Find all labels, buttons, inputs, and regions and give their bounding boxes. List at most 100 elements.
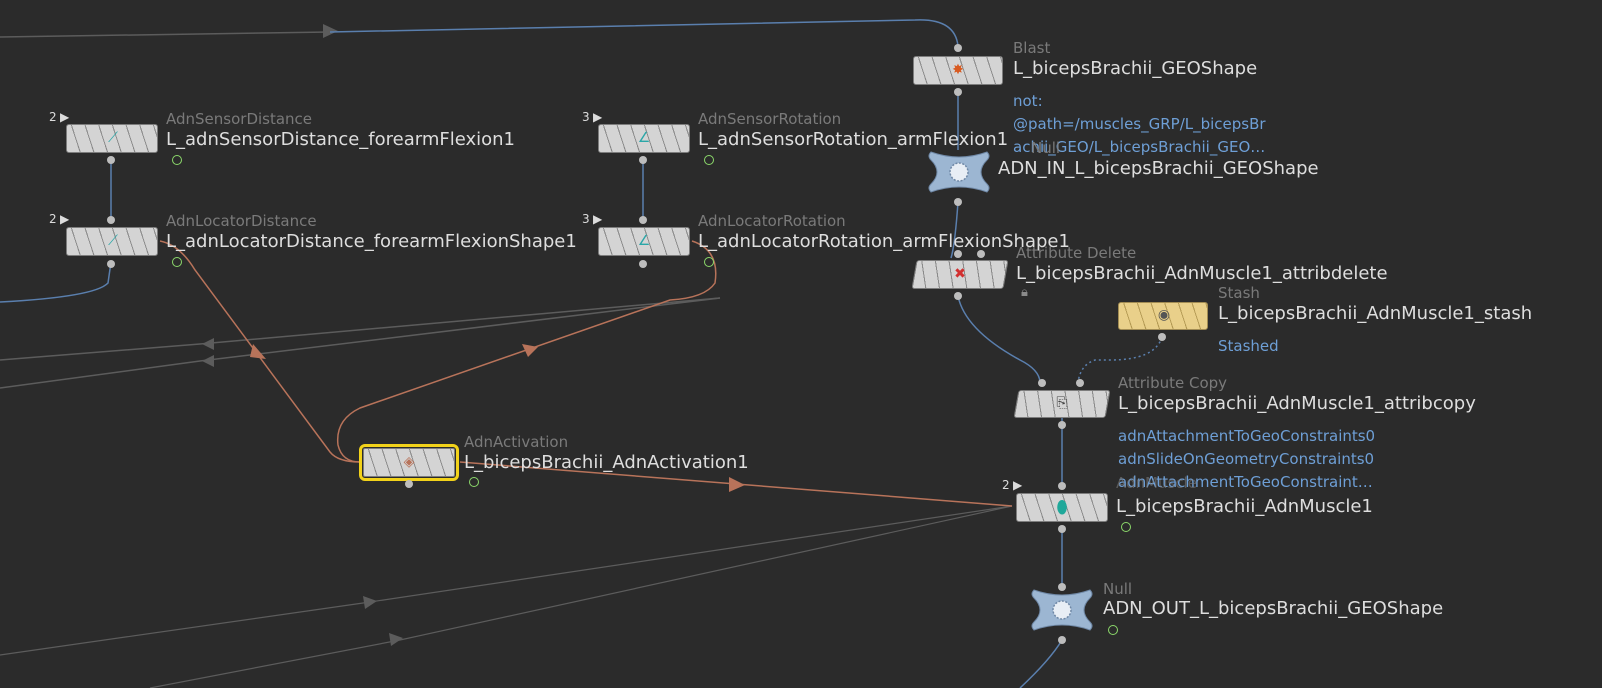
expand-arrow-icon[interactable]: ▶ xyxy=(60,110,70,124)
node-name-label[interactable]: L_bicepsBrachii_AdnMuscle1_attribcopy xyxy=(1118,393,1476,414)
node-type-label: AdnLocatorDistance xyxy=(166,212,317,230)
node-name-label[interactable]: L_adnSensorDistance_forearmFlexion1 xyxy=(166,129,516,150)
expand-arrow-icon[interactable]: ▶ xyxy=(593,212,603,226)
node-body[interactable] xyxy=(598,124,690,153)
status-flag-icon xyxy=(172,155,182,165)
node-body[interactable] xyxy=(66,227,158,256)
input-port[interactable] xyxy=(977,250,985,258)
expand-arrow-icon[interactable]: ▶ xyxy=(1013,478,1023,492)
node-info-line: Stashed xyxy=(1218,337,1279,355)
wire-stash-to-copy xyxy=(1077,336,1163,384)
node-name-label[interactable]: L_bicepsBrachii_AdnMuscle1_stash xyxy=(1218,303,1533,324)
node-name-label[interactable]: L_bicepsBrachii_AdnMuscle1_attribdelete xyxy=(1016,263,1388,284)
input-port[interactable] xyxy=(1058,482,1066,490)
node-type-label: Null xyxy=(1031,139,1061,157)
wire-null-to-delete xyxy=(950,201,959,259)
node-type-label: AdnSensorRotation xyxy=(698,110,842,128)
input-count-badge: 2 xyxy=(49,212,57,226)
ruler-icon: ⟋ xyxy=(108,233,118,249)
null-icon[interactable] xyxy=(1028,586,1096,634)
node-body[interactable] xyxy=(1118,302,1208,330)
arrow-5 xyxy=(389,633,403,646)
output-port[interactable] xyxy=(639,260,647,268)
copy-icon: ⎘ xyxy=(1056,395,1068,411)
node-body[interactable] xyxy=(66,124,158,153)
node-type-label: Null xyxy=(1103,580,1133,598)
input-port[interactable] xyxy=(954,250,962,258)
output-port[interactable] xyxy=(107,156,115,164)
wire-orange-distance xyxy=(159,240,361,463)
output-port[interactable] xyxy=(1158,333,1166,341)
null-icon[interactable] xyxy=(925,148,993,196)
node-type-label: AdnLocatorRotation xyxy=(698,212,846,230)
input-port[interactable] xyxy=(639,216,647,224)
node-body[interactable] xyxy=(359,444,459,481)
node-name-label[interactable]: ADN_OUT_L_bicepsBrachii_GEOShape xyxy=(1103,598,1444,619)
wire-gray-1 xyxy=(0,297,721,361)
wire-gray-5 xyxy=(149,505,1013,688)
input-port[interactable] xyxy=(107,216,115,224)
status-flag-icon xyxy=(1121,522,1131,532)
node-info-line: achii_GEO/L_bicepsBrachii_GEO… xyxy=(1013,138,1266,156)
angle-icon: ∠ xyxy=(637,130,651,146)
input-port[interactable] xyxy=(1076,379,1084,387)
ruler-icon: ⟋ xyxy=(108,130,118,146)
wire-gray-3 xyxy=(0,31,331,38)
input-count-badge: 2 xyxy=(1002,478,1010,492)
stash-icon: ◉ xyxy=(1157,307,1171,323)
status-flag-icon xyxy=(1108,625,1118,635)
status-flag-icon xyxy=(469,477,479,487)
input-count-badge: 3 xyxy=(582,212,590,226)
output-port[interactable] xyxy=(639,156,647,164)
lock-icon[interactable]: 🔒︎ xyxy=(1021,285,1028,300)
node-body[interactable] xyxy=(913,56,1003,85)
blast-icon: ✸ xyxy=(952,62,964,78)
wire-orange-rotation xyxy=(336,240,717,463)
node-type-label: AdnSensorDistance xyxy=(166,110,313,128)
arrow-orange-1 xyxy=(250,344,266,359)
node-name-label[interactable]: L_adnSensorRotation_armFlexion1 xyxy=(698,129,1009,150)
arrow-4 xyxy=(363,596,377,609)
arrow-orange-2 xyxy=(522,344,538,357)
activation-icon: ◈ xyxy=(403,454,415,470)
node-name-label[interactable]: L_bicepsBrachii_GEOShape xyxy=(1013,58,1258,79)
output-port[interactable] xyxy=(954,198,962,206)
node-body[interactable] xyxy=(598,227,690,256)
delete-icon: ✖ xyxy=(954,266,966,282)
status-flag-icon xyxy=(172,257,182,267)
output-port[interactable] xyxy=(954,88,962,96)
node-name-label[interactable]: L_adnLocatorRotation_armFlexionShape1 xyxy=(698,231,1070,252)
input-port[interactable] xyxy=(1058,583,1066,591)
input-port[interactable] xyxy=(954,44,962,52)
arrow-3 xyxy=(323,24,338,38)
node-type-label: Blast xyxy=(1013,39,1051,57)
node-type-label: Stash xyxy=(1218,284,1260,302)
node-info-line: adnSlideOnGeometryConstraints0 xyxy=(1118,450,1375,468)
output-port[interactable] xyxy=(1058,525,1066,533)
wire-blue-left xyxy=(0,261,112,303)
output-port[interactable] xyxy=(107,260,115,268)
wire-delete-to-copy xyxy=(957,295,1041,384)
output-port[interactable] xyxy=(1058,421,1066,429)
node-name-label[interactable]: L_adnLocatorDistance_forearmFlexionShape… xyxy=(166,231,577,252)
node-info-line: not: xyxy=(1013,92,1043,110)
wire-blue-top xyxy=(329,19,959,47)
wire-nullout-down xyxy=(1019,639,1063,688)
input-count-badge: 3 xyxy=(582,110,590,124)
node-info-line: adnAttachmentToGeoConstraints0 xyxy=(1118,427,1376,445)
node-name-label[interactable]: ADN_IN_L_bicepsBrachii_GEOShape xyxy=(998,158,1319,179)
node-type-label: Attribute Delete xyxy=(1016,244,1137,262)
wire-gray-4 xyxy=(0,505,1013,656)
node-name-label[interactable]: L_bicepsBrachii_AdnMuscle1 xyxy=(1116,496,1373,517)
status-flag-icon xyxy=(704,257,714,267)
output-port[interactable] xyxy=(1058,636,1066,644)
status-flag-icon xyxy=(704,155,714,165)
expand-arrow-icon[interactable]: ▶ xyxy=(593,110,603,124)
expand-arrow-icon[interactable]: ▶ xyxy=(60,212,70,226)
node-name-label[interactable]: L_bicepsBrachii_AdnActivation1 xyxy=(464,452,749,473)
arrow-2 xyxy=(202,355,214,367)
input-port[interactable] xyxy=(1038,379,1046,387)
output-port[interactable] xyxy=(954,292,962,300)
node-body[interactable] xyxy=(1016,493,1108,522)
output-port[interactable] xyxy=(405,480,413,488)
